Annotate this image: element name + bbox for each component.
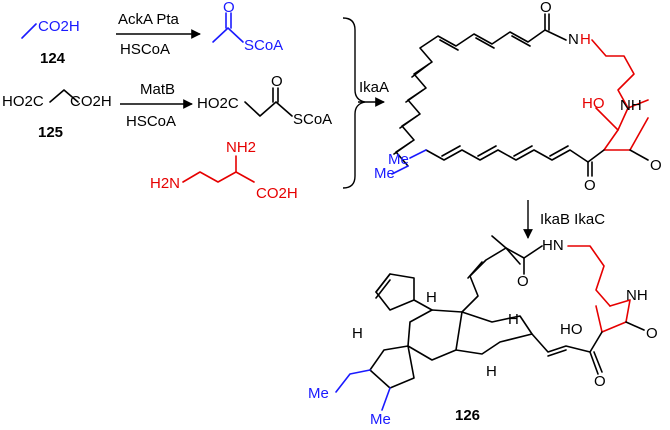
acetate-formula: CO2H <box>38 18 80 35</box>
product-me-bottom: Me <box>370 411 391 428</box>
malonyl-coa-scoa: SCoA <box>293 111 332 128</box>
step1-cofactor: HSCoA <box>120 41 170 58</box>
step2-cofactor: HSCoA <box>126 113 176 130</box>
acetyl-coa-oxygen: O <box>223 0 235 16</box>
malonyl-coa-structure: HO2C O SCoA <box>197 73 332 128</box>
step2-enzymes: MatB <box>140 81 175 98</box>
product-ring-oxygen: O <box>646 325 658 342</box>
acetyl-coa-scoa: SCoA <box>244 37 283 54</box>
ornithine-alpha-amine: NH2 <box>226 139 256 156</box>
ornithine-acid: CO2H <box>256 185 298 202</box>
product-hn: HN <box>542 237 564 254</box>
acetate-structure: CO2H 124 <box>21 18 80 67</box>
product-ho: HO <box>560 321 583 338</box>
product-h2: H <box>508 311 519 328</box>
intermediate-structure: Me O N H NH HO O O Me <box>374 0 662 194</box>
malonate-structure: HO2C CO2H 125 <box>2 89 112 141</box>
malonate-left: HO2C <box>2 93 44 110</box>
intermediate-ho: HO <box>582 95 605 112</box>
malonate-right: CO2H <box>70 93 112 110</box>
compound-number-126: 126 <box>455 407 480 424</box>
acetyl-coa-structure: O SCoA <box>212 0 283 54</box>
step3-group: IkaA <box>342 17 389 189</box>
step1-enzymes: AckA Pta <box>118 11 180 28</box>
product-ethyl-me: Me <box>308 385 329 402</box>
intermediate-me-top: Me <box>374 165 395 182</box>
product-nh: NH <box>626 287 648 304</box>
bracket <box>342 17 366 189</box>
product-h4: H <box>352 325 363 342</box>
malonyl-coa-left: HO2C <box>197 95 239 112</box>
step4-arrow-group: IkaB IkaC <box>523 200 605 239</box>
intermediate-amide-oxygen: O <box>540 0 552 16</box>
intermediate-ring-oxygen: O <box>650 157 662 174</box>
product-amide-oxygen: O <box>517 273 529 290</box>
ornithine-side-amine: H2N <box>150 175 180 192</box>
compound-number-124: 124 <box>40 50 66 67</box>
intermediate-me-bottom: Me <box>388 151 409 168</box>
intermediate-ring-nh: NH <box>620 97 642 114</box>
step1-arrow-group: AckA Pta HSCoA <box>116 11 201 58</box>
product-h3: H <box>486 363 497 380</box>
malonyl-coa-oxygen: O <box>271 73 283 90</box>
intermediate-amide-n: N <box>568 31 579 48</box>
intermediate-ketone-oxygen: O <box>584 177 596 194</box>
intermediate-amide-h: H <box>580 31 591 48</box>
product-h1: H <box>426 289 437 306</box>
step4-enzymes: IkaB IkaC <box>540 211 605 228</box>
ornithine-structure: H2N NH2 CO2H <box>150 139 298 202</box>
step2-arrow-group: MatB HSCoA <box>120 81 193 130</box>
product-structure: HN O NH HO O O H H H H Me Me 126 <box>308 235 658 428</box>
compound-number-125: 125 <box>38 124 63 141</box>
step3-enzyme: IkaA <box>359 79 389 96</box>
product-ketone-oxygen: O <box>594 373 606 390</box>
